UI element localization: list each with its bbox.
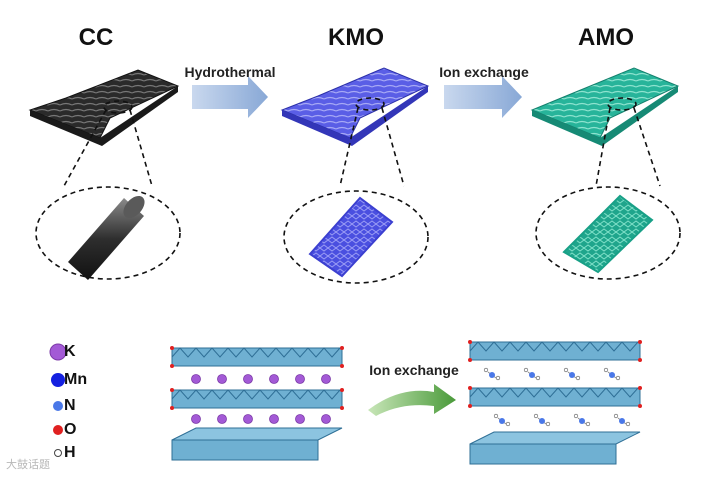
carbon-fiber-rod bbox=[68, 195, 145, 280]
title-amo: AMO bbox=[578, 24, 634, 51]
kmo-crystal-structure bbox=[170, 346, 344, 461]
title-cc: CC bbox=[78, 24, 114, 51]
amo-fiber bbox=[562, 194, 654, 274]
legend-h: H bbox=[64, 444, 76, 461]
legend-dot-mn bbox=[51, 373, 65, 387]
sheet-cc bbox=[28, 69, 180, 146]
legend-o: O bbox=[64, 421, 77, 438]
ion-exchange-arrow bbox=[444, 76, 522, 118]
legend-dot-n bbox=[53, 401, 63, 411]
label-ion-exchange-top: Ion exchange bbox=[439, 64, 529, 80]
zoom-ellipse-amo bbox=[535, 186, 681, 280]
label-ion-exchange-bottom: Ion exchange bbox=[369, 362, 459, 378]
label-hydrothermal: Hydrothermal bbox=[184, 64, 276, 80]
legend-k: K bbox=[64, 343, 76, 360]
zoom-ellipse-cc bbox=[35, 186, 181, 280]
zoom-marker-amo bbox=[607, 97, 637, 111]
zoom-marker-kmo bbox=[355, 97, 385, 111]
sheet-kmo bbox=[280, 67, 430, 146]
zoom-marker-cc bbox=[103, 100, 133, 114]
hydrothermal-arrow bbox=[192, 76, 268, 118]
title-kmo: KMO bbox=[328, 24, 384, 51]
zoom-ellipse-kmo bbox=[283, 190, 429, 284]
amo-crystal-structure bbox=[468, 340, 642, 465]
legend-dot-h bbox=[54, 449, 62, 457]
legend-mn: Mn bbox=[64, 371, 88, 388]
legend-dot-k bbox=[49, 343, 67, 361]
legend-dot-o bbox=[53, 425, 63, 435]
bottom-ion-exchange-arrow bbox=[368, 384, 456, 416]
sheet-amo bbox=[530, 67, 680, 146]
kmo-fiber bbox=[308, 196, 394, 278]
watermark: 大鼓话题 bbox=[6, 459, 50, 471]
legend-n: N bbox=[64, 397, 76, 414]
